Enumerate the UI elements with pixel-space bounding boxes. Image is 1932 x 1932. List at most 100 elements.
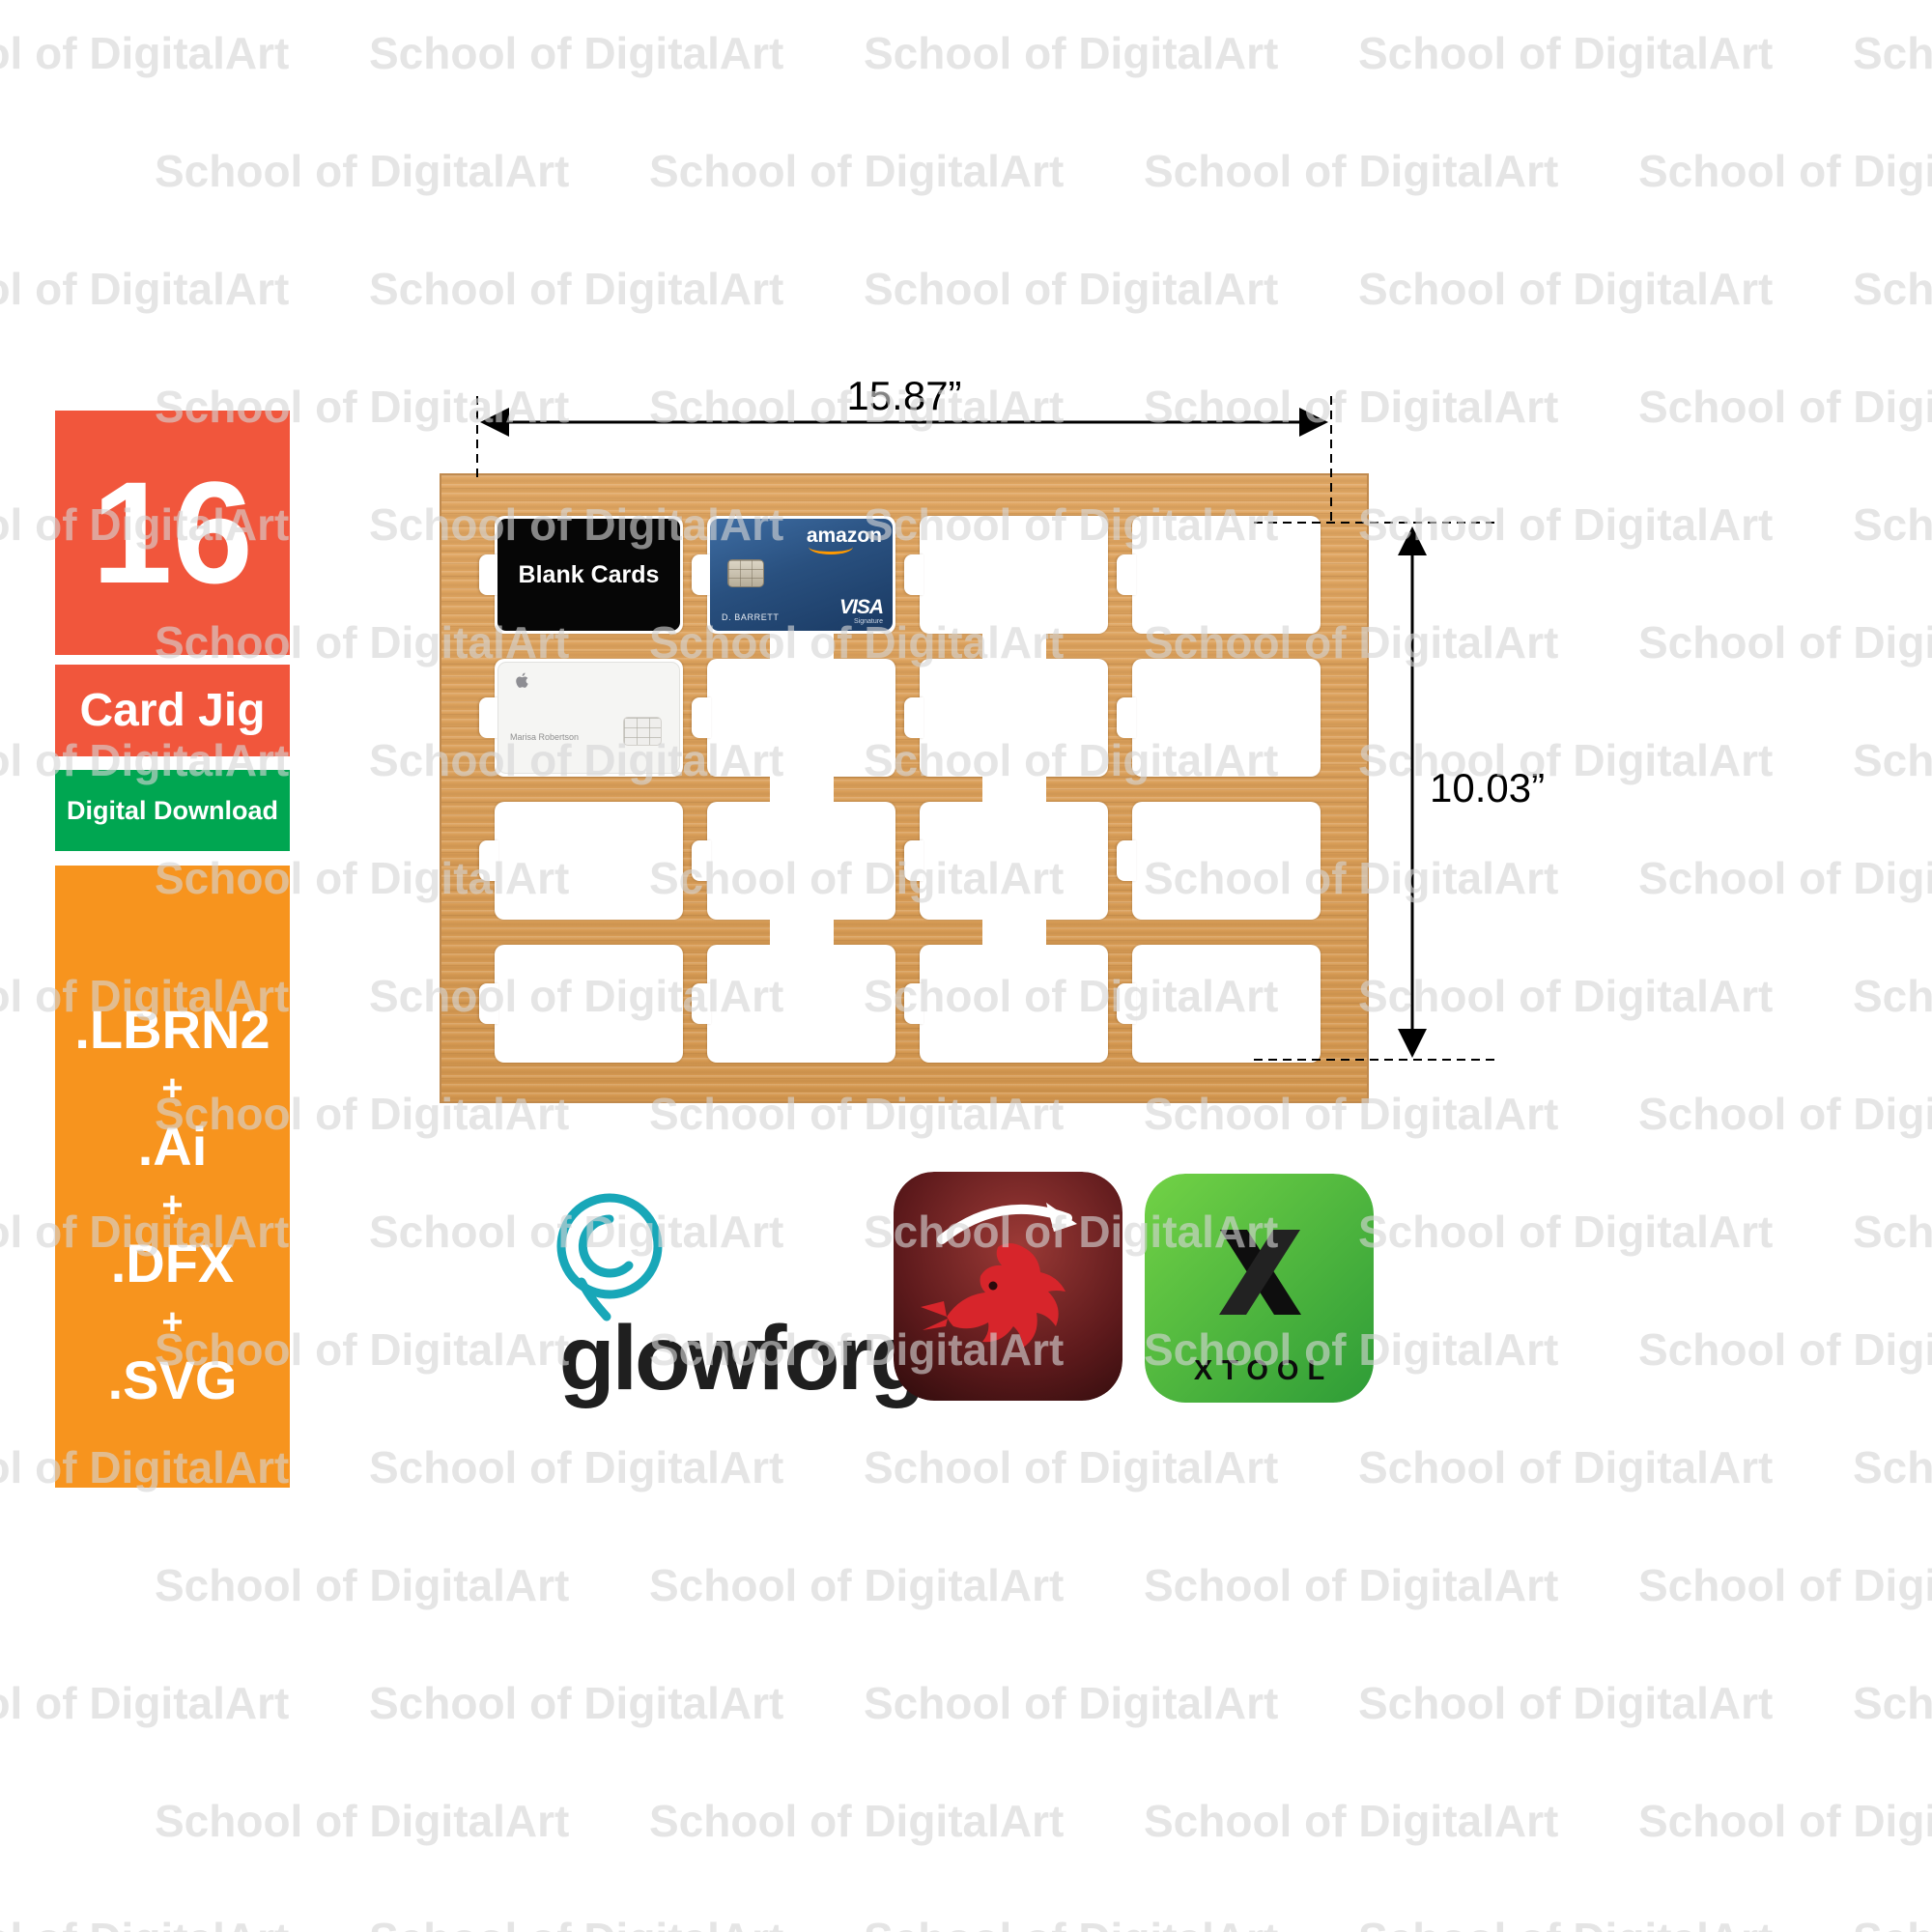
blank-sample-card: Blank Cards	[497, 519, 680, 631]
plus-separator: +	[161, 1067, 184, 1109]
watermark-text: School of DigitalArt	[1144, 1560, 1559, 1610]
watermark-text: School of DigitalArt	[1853, 971, 1932, 1021]
watermark-text: School of DigitalArt	[0, 264, 290, 314]
lightburn-dragon-icon	[894, 1172, 1122, 1401]
card-chip-icon	[623, 717, 662, 746]
watermark-text: School of DigitalArt	[1358, 1442, 1774, 1492]
slot-finger-notch	[692, 697, 711, 738]
watermark-text: School of DigitalArt	[1144, 1796, 1559, 1846]
watermark-text: School of DigitalArt	[0, 28, 290, 78]
watermark-text: School of DigitalArt	[1853, 499, 1932, 550]
card-jig-label: Card Jig	[79, 685, 266, 736]
format-label: .SVG	[107, 1350, 238, 1411]
watermark-text: School of DigitalArt	[1638, 1560, 1932, 1610]
watermark-text: School of DigitalArt	[1358, 735, 1774, 785]
watermark-text: School of DigitalArt	[369, 1442, 784, 1492]
plus-separator: +	[161, 1301, 184, 1343]
slot-connector	[769, 916, 834, 949]
slot-connector	[981, 916, 1046, 949]
count-badge: 16	[55, 411, 290, 655]
watermark-text: School of DigitalArt	[864, 1913, 1278, 1932]
slot-finger-notch	[479, 983, 498, 1024]
slot-finger-notch	[479, 554, 498, 595]
slot-connector	[769, 773, 834, 806]
watermark-text: School of DigitalArt	[649, 1796, 1065, 1846]
watermark-text: School of DigitalArt	[1358, 264, 1774, 314]
visa-logo: VISA Signature	[838, 596, 884, 625]
slot-finger-notch	[1117, 554, 1136, 595]
slot-finger-notch	[692, 840, 711, 881]
cardholder-name: D. BARRETT	[722, 612, 780, 622]
watermark-text: School of DigitalArt	[1638, 146, 1932, 196]
watermark-text: School of DigitalArt	[1853, 1913, 1932, 1932]
slot-connector	[981, 630, 1046, 663]
slot-finger-notch	[904, 697, 923, 738]
amazon-smile-icon	[808, 544, 853, 554]
watermark-text: School of DigitalArt	[1853, 1442, 1932, 1492]
watermark-text: School of DigitalArt	[1638, 382, 1932, 432]
watermark-text: School of DigitalArt	[1358, 1207, 1774, 1257]
digital-download-badge: Digital Download	[55, 770, 290, 851]
watermark-text: School of DigitalArt	[155, 146, 570, 196]
watermark-text: School of DigitalArt	[649, 146, 1065, 196]
slot-finger-notch	[479, 697, 498, 738]
watermark-text: School of DigitalArt	[649, 1560, 1065, 1610]
watermark-text: School of DigitalArt	[1638, 1089, 1932, 1139]
card-chip-icon	[727, 559, 764, 587]
card-slot	[1132, 659, 1321, 777]
slot-finger-notch	[1117, 983, 1136, 1024]
card-slot	[495, 802, 683, 920]
card-slot	[1132, 945, 1321, 1063]
watermark-text: School of DigitalArt	[864, 1442, 1279, 1492]
xtool-label: XTOOL	[1193, 1355, 1334, 1386]
slot-finger-notch	[692, 554, 711, 595]
amazon-logo: amazon	[807, 526, 882, 554]
card-slot	[920, 659, 1108, 777]
visa-wordmark: VISA	[838, 596, 884, 618]
plus-separator: +	[161, 1184, 184, 1226]
slot-finger-notch	[1117, 697, 1136, 738]
apple-logo-icon	[516, 672, 528, 688]
format-label: .LBRN2	[74, 999, 270, 1061]
watermark-text: School of DigitalArt	[1144, 382, 1559, 432]
amazon-wordmark: amazon	[806, 525, 882, 547]
card-jig-badge: Card Jig	[55, 665, 290, 756]
watermark-text: School of DigitalArt	[864, 1678, 1279, 1728]
card-jig-board: Blank Cards amazon D. BARRETT VISA Signa…	[440, 473, 1369, 1103]
card-slot	[920, 802, 1108, 920]
amazon-visa-sample-card: amazon D. BARRETT VISA Signature	[710, 519, 893, 631]
slot-finger-notch	[479, 840, 498, 881]
watermark-text: School of DigitalArt	[1358, 499, 1774, 550]
format-label: .Ai	[137, 1116, 208, 1178]
blank-card-label: Blank Cards	[518, 560, 660, 588]
xtool-app-icon: XTOOL	[1145, 1174, 1374, 1403]
watermark-text: School of DigitalArt	[369, 1913, 783, 1932]
watermark-text: School of DigitalArt	[1853, 735, 1932, 785]
height-dimension-label: 10.03”	[1430, 765, 1546, 810]
watermark-text: School of DigitalArt	[1638, 853, 1932, 903]
slot-finger-notch	[904, 554, 923, 595]
watermark-text: School of DigitalArt	[1853, 264, 1932, 314]
card-slot	[495, 945, 683, 1063]
watermark-text: School of DigitalArt	[1638, 617, 1932, 668]
watermark-text: School of DigitalArt	[1853, 1678, 1932, 1728]
apple-sample-card: Marisa Robertson	[497, 662, 680, 774]
watermark-text: School of DigitalArt	[1638, 1796, 1932, 1846]
watermark-text: School of DigitalArt	[369, 1678, 784, 1728]
watermark-text: School of DigitalArt	[155, 1796, 570, 1846]
file-formats-badge: .LBRN2+.Ai+.DFX+.SVG	[55, 866, 290, 1488]
card-slot	[707, 659, 895, 777]
slot-finger-notch	[692, 983, 711, 1024]
watermark-text: School of DigitalArt	[1358, 971, 1774, 1021]
card-slot	[920, 945, 1108, 1063]
width-dimension-label: 15.87”	[846, 373, 962, 418]
watermark-text: School of DigitalArt	[369, 264, 784, 314]
slot-finger-notch	[904, 840, 923, 881]
slot-connector	[981, 773, 1046, 806]
watermark-text: School of DigitalArt	[1853, 1207, 1932, 1257]
card-slot	[1132, 802, 1321, 920]
xtool-x-icon	[1145, 1174, 1374, 1403]
watermark-text: School of DigitalArt	[1638, 1324, 1932, 1375]
watermark-text: School of DigitalArt	[1358, 1913, 1773, 1932]
watermark-text: School of DigitalArt	[369, 28, 784, 78]
